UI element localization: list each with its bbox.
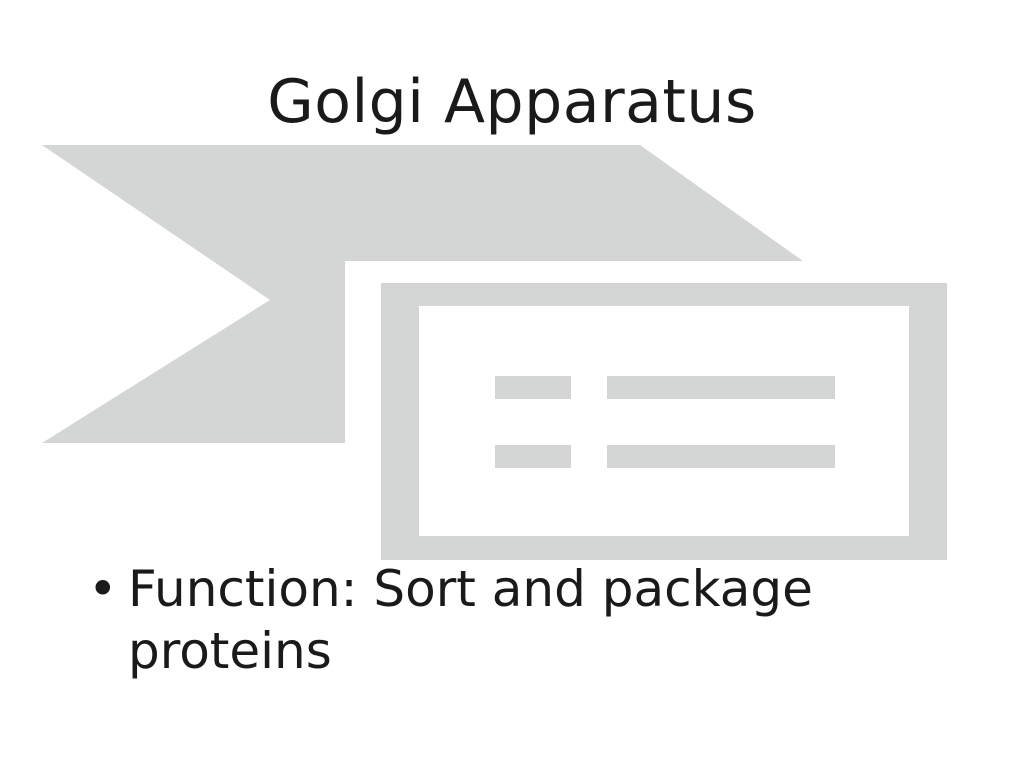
- document-line-short-2: [495, 445, 571, 468]
- document-line-short-1: [495, 376, 571, 399]
- banner-ribbon: [42, 145, 803, 443]
- document-frame: [381, 283, 947, 560]
- slide-title: Golgi Apparatus: [267, 67, 757, 137]
- bullet-text: Function: Sort and package proteins: [128, 560, 813, 680]
- document-line-long-2: [607, 445, 835, 468]
- document-line-long-1: [607, 376, 835, 399]
- bullet-item: • Function: Sort and package proteins: [88, 556, 948, 682]
- bullet-dot: •: [88, 560, 118, 618]
- bullet-list: • Function: Sort and package proteins: [88, 556, 948, 682]
